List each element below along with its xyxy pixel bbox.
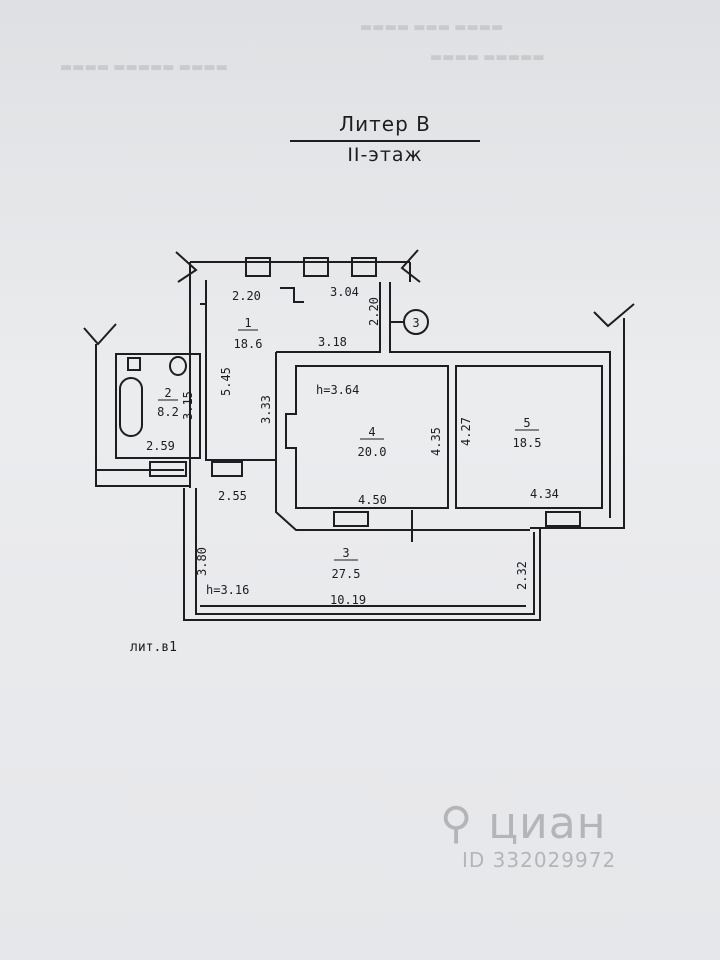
room1-area: 18.6 bbox=[234, 337, 263, 351]
wall-break-line-west bbox=[83, 323, 117, 346]
room3-area: 27.5 bbox=[332, 567, 361, 581]
window bbox=[303, 257, 329, 277]
dimension-label: 2.20 bbox=[367, 297, 381, 326]
dimension-label: 4.34 bbox=[530, 487, 559, 501]
annex-outline bbox=[183, 488, 541, 621]
dimension-label: 4.50 bbox=[358, 493, 387, 507]
corridor-wall bbox=[275, 352, 530, 531]
room2-number: 2 bbox=[164, 386, 171, 400]
toilet bbox=[169, 356, 187, 376]
sink bbox=[127, 357, 141, 371]
dimension-label: 3.80 bbox=[195, 547, 209, 576]
wall-break-line-right bbox=[400, 249, 421, 283]
window bbox=[211, 461, 243, 477]
room5-number: 5 bbox=[523, 416, 530, 430]
room3-number: 3 bbox=[342, 546, 349, 560]
watermark: ⚲ циан ID 332029972 bbox=[440, 800, 617, 873]
room1-wall bbox=[205, 280, 276, 461]
room5-area: 18.5 bbox=[513, 436, 542, 450]
dimension-label: 3.18 bbox=[318, 335, 347, 349]
east-wall bbox=[530, 318, 625, 529]
dimension-label: 2.55 bbox=[218, 489, 247, 503]
wall-break-line-east bbox=[593, 303, 635, 328]
stair-marker-number: 3 bbox=[412, 316, 419, 330]
watermark-brand: циан bbox=[488, 798, 607, 849]
floor-label: II-этаж bbox=[347, 144, 423, 166]
room4-area: 20.0 bbox=[358, 445, 387, 459]
bathtub bbox=[119, 377, 143, 437]
room1-number: 1 bbox=[244, 316, 251, 330]
room5-walls bbox=[455, 365, 603, 509]
dimension-label: 3.15 bbox=[181, 391, 195, 420]
dimension-label: 10.19 bbox=[330, 593, 366, 607]
dimension-label: 3.33 bbox=[259, 395, 273, 424]
wall-break-line-left bbox=[175, 251, 198, 283]
bleed-through-text: ▬▬▬▬ ▬▬▬▬▬ ▬▬▬▬ bbox=[60, 60, 228, 75]
title-underline bbox=[290, 140, 480, 142]
annex-label: лит.в1 bbox=[130, 640, 177, 655]
room2-walls bbox=[115, 353, 201, 459]
location-pin-icon: ⚲ bbox=[440, 798, 474, 849]
room2-area: 8.2 bbox=[157, 405, 179, 419]
dimension-label: 2.59 bbox=[146, 439, 175, 453]
dimension-label: 4.27 bbox=[459, 417, 473, 446]
west-wall bbox=[95, 344, 190, 487]
window bbox=[149, 461, 187, 477]
building-letter-title: Литер В bbox=[339, 112, 431, 136]
dimension-label: 2.20 bbox=[232, 289, 261, 303]
room4-walls bbox=[285, 365, 449, 509]
room4-number: 4 bbox=[368, 425, 375, 439]
floor-title-block: Литер В II-этаж bbox=[290, 112, 480, 166]
window bbox=[351, 257, 377, 277]
room3-ceiling-height: h=3.16 bbox=[206, 583, 249, 597]
dimension-label: 5.45 bbox=[219, 367, 233, 396]
bleed-through-text: ▬▬▬▬ ▬▬▬ ▬▬▬▬ bbox=[360, 20, 504, 35]
window bbox=[545, 511, 581, 527]
dimension-label: 2.32 bbox=[515, 561, 529, 590]
listing-id: ID 332029972 bbox=[462, 848, 617, 872]
window bbox=[245, 257, 271, 277]
window bbox=[333, 511, 369, 527]
bleed-through-text: ▬▬▬▬ ▬▬▬▬▬ bbox=[430, 50, 545, 65]
dimension-label: 4.35 bbox=[429, 427, 443, 456]
room4-ceiling-height: h=3.64 bbox=[316, 383, 359, 397]
dimension-label: 3.04 bbox=[330, 285, 359, 299]
cian-logo: ⚲ циан bbox=[440, 800, 616, 848]
